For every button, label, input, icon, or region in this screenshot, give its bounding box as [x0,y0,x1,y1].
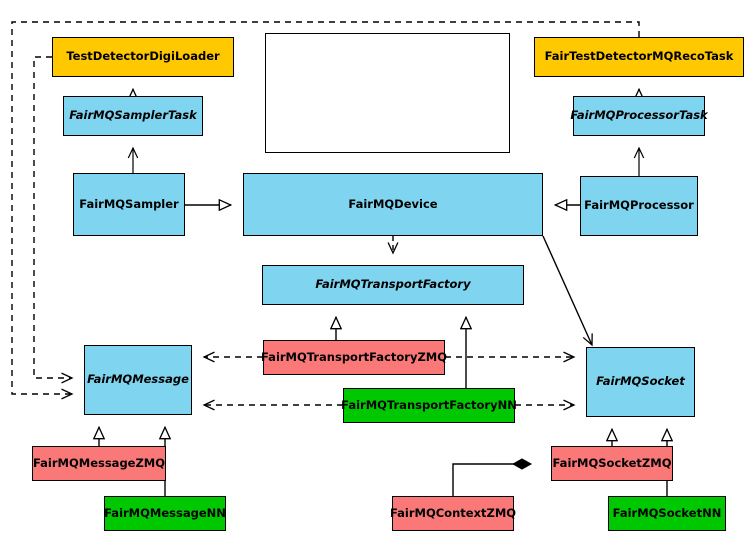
class-label: FairMQMessage [87,372,189,387]
class-node-fairmqtransportfactoryzmq[interactable]: FairMQTransportFactoryZMQ [261,340,448,375]
class-label: FairMQSampler [79,196,179,211]
legend-panel [265,33,510,153]
class-node-fairmqsocketzmq[interactable]: FairMQSocketZMQ [551,446,673,481]
class-node-fairmqsocketnn[interactable]: FairMQSocketNN [608,496,726,531]
edge-contextzmq-to-socketzmq [452,464,531,496]
class-label: FairMQTransportFactoryZMQ [261,349,448,364]
class-label: FairTestDetectorMQRecoTask [544,49,734,64]
class-label: FairMQSocketZMQ [552,455,672,470]
class-node-fairmqdevice[interactable]: FairMQDevice [243,173,543,236]
class-label: FairMQProcessorTask [570,108,708,123]
edge-recotask-to-message-routed [11,21,640,394]
class-node-fairmqcontextzmq[interactable]: FairMQContextZMQ [389,496,517,531]
class-node-fairmqsamplertask[interactable]: FairMQSamplerTask [63,96,203,136]
edge-device-to-socket [542,235,592,345]
class-label: FairMQSamplerTask [69,108,197,123]
class-node-fairtestdetectormqrecotask[interactable]: FairTestDetectorMQRecoTask [534,37,744,77]
class-node-fairmqsocket[interactable]: FairMQSocket [586,347,695,417]
class-node-fairmqmessage[interactable]: FairMQMessage [84,345,192,415]
class-node-fairmqmessagezmq[interactable]: FairMQMessageZMQ [32,446,166,481]
edge-digiloader-to-message-routed [33,56,72,378]
class-label: FairMQProcessor [584,198,694,213]
class-label: FairMQMessageNN [104,505,226,520]
class-node-fairmqtransportfactory[interactable]: FairMQTransportFactory [262,265,524,305]
class-node-fairmqprocessortask[interactable]: FairMQProcessorTask [570,96,708,136]
class-label: FairMQDevice [348,196,438,211]
class-label: FairMQSocketNN [612,505,722,520]
class-node-testdetectordigiloader[interactable]: TestDetectorDigiLoader [52,37,234,77]
class-label: TestDetectorDigiLoader [66,49,220,64]
class-node-fairmqsampler[interactable]: FairMQSampler [73,173,185,236]
class-node-fairmqprocessor[interactable]: FairMQProcessor [580,176,698,236]
class-node-fairmqmessagenn[interactable]: FairMQMessageNN [104,496,226,531]
class-label: FairMQTransportFactory [315,277,471,292]
class-label: FairMQMessageZMQ [32,455,166,470]
class-label: FairMQSocket [596,374,685,389]
class-label: FairMQTransportFactoryNN [341,397,517,412]
class-node-fairmqtransportfactorynn[interactable]: FairMQTransportFactoryNN [341,388,517,423]
class-label: FairMQContextZMQ [389,505,517,520]
